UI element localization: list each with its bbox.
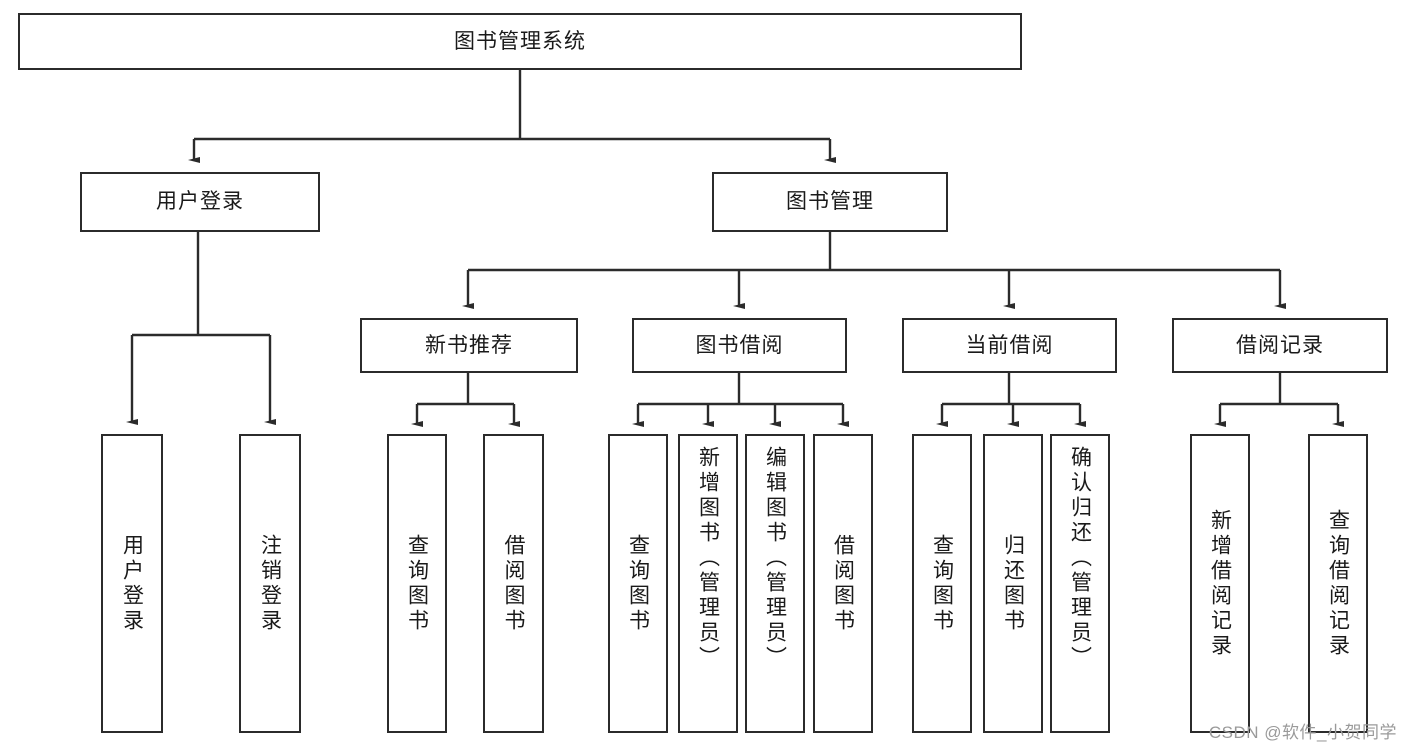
- leaf-edit-book-admin-label: 编辑图书（管理员）: [763, 446, 787, 671]
- leaf-edit-book-admin[interactable]: 编辑图书（管理员）: [745, 434, 805, 733]
- leaf-borrow-book-recommend-label: 借阅图书: [502, 533, 525, 634]
- leaf-user-logout[interactable]: 注销登录: [239, 434, 301, 733]
- leaf-query-book-recommend-label: 查询图书: [405, 533, 429, 634]
- node-current-borrow-label: 当前借阅: [965, 333, 1054, 357]
- node-current-borrow[interactable]: 当前借阅: [902, 318, 1117, 373]
- leaf-confirm-return-admin[interactable]: 确认归还（管理员）: [1050, 434, 1110, 733]
- leaf-query-book-label: 查询图书: [626, 533, 650, 634]
- node-root[interactable]: 图书管理系统: [18, 13, 1022, 70]
- node-book-management[interactable]: 图书管理: [712, 172, 948, 232]
- leaf-query-book-current[interactable]: 查询图书: [912, 434, 972, 733]
- leaf-add-borrow-record[interactable]: 新增借阅记录: [1190, 434, 1250, 733]
- leaf-query-book-current-label: 查询图书: [930, 533, 954, 634]
- leaf-query-borrow-record-label: 查询借阅记录: [1326, 508, 1350, 659]
- node-new-book-recommend[interactable]: 新书推荐: [360, 318, 578, 373]
- leaf-borrow-book-recommend[interactable]: 借阅图书: [483, 434, 544, 733]
- node-borrow-record-label: 借阅记录: [1236, 333, 1324, 357]
- leaf-user-logout-label: 注销登录: [258, 533, 282, 634]
- node-book-management-label: 图书管理: [786, 190, 874, 214]
- leaf-query-book[interactable]: 查询图书: [608, 434, 668, 733]
- leaf-confirm-return-admin-label: 确认归还（管理员）: [1068, 446, 1092, 671]
- leaf-return-book[interactable]: 归还图书: [983, 434, 1043, 733]
- leaf-borrow-book[interactable]: 借阅图书: [813, 434, 873, 733]
- leaf-query-book-recommend[interactable]: 查询图书: [387, 434, 447, 733]
- leaf-user-login[interactable]: 用户登录: [101, 434, 163, 733]
- node-user-login[interactable]: 用户登录: [80, 172, 320, 232]
- leaf-query-borrow-record[interactable]: 查询借阅记录: [1308, 434, 1368, 733]
- node-book-borrow[interactable]: 图书借阅: [632, 318, 847, 373]
- leaf-user-login-label: 用户登录: [120, 533, 144, 634]
- node-root-label: 图书管理系统: [454, 29, 586, 53]
- leaf-add-borrow-record-label: 新增借阅记录: [1208, 508, 1232, 659]
- node-new-book-recommend-label: 新书推荐: [425, 333, 513, 357]
- node-user-login-label: 用户登录: [156, 190, 244, 214]
- leaf-add-book-admin[interactable]: 新增图书（管理员）: [678, 434, 738, 733]
- leaf-borrow-book-label: 借阅图书: [831, 533, 855, 634]
- leaf-add-book-admin-label: 新增图书（管理员）: [696, 446, 720, 671]
- node-book-borrow-label: 图书借阅: [695, 333, 784, 357]
- leaf-return-book-label: 归还图书: [1001, 533, 1025, 634]
- node-borrow-record[interactable]: 借阅记录: [1172, 318, 1388, 373]
